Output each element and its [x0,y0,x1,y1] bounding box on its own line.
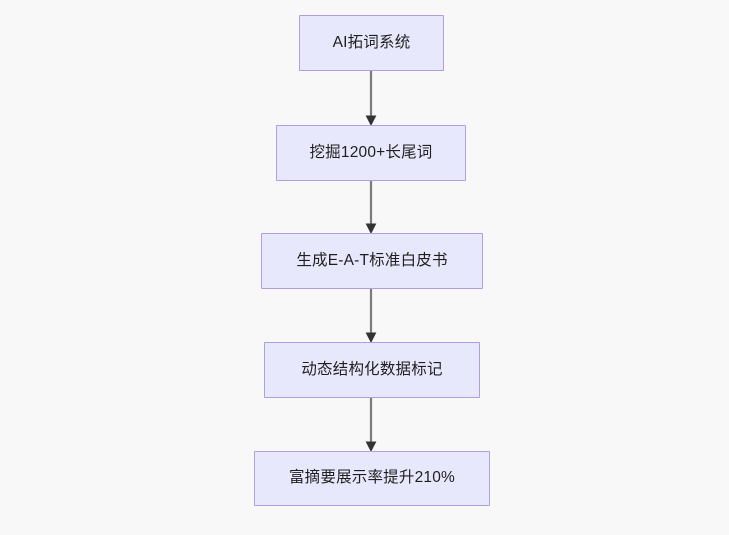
flow-node-dynamic-structured-data-markup[interactable]: 动态结构化数据标记 [264,342,480,398]
flow-edge-n2-n3 [365,180,377,234]
flow-node-label: 挖掘1200+长尾词 [309,143,433,161]
flow-node-generate-eat-whitepaper[interactable]: 生成E-A-T标准白皮书 [261,233,483,289]
flow-node-label: 富摘要展示率提升210% [288,469,456,487]
flow-edge-n4-n5 [365,397,377,452]
flow-edge-n1-n2 [365,70,377,126]
arrowhead-down-icon [365,223,377,234]
flow-node-label: 生成E-A-T标准白皮书 [296,251,448,269]
flow-node-rich-snippet-rate-increase[interactable]: 富摘要展示率提升210% [254,451,490,506]
arrowhead-down-icon [365,441,377,452]
flow-node-mine-longtail-keywords[interactable]: 挖掘1200+长尾词 [276,125,466,181]
flow-node-ai-keyword-system[interactable]: AI拓词系统 [299,15,444,71]
flow-node-label: 动态结构化数据标记 [301,360,443,378]
flow-edge-n3-n4 [365,288,377,343]
arrowhead-down-icon [365,332,377,343]
flow-node-label: AI拓词系统 [332,33,411,51]
arrowhead-down-icon [365,115,377,126]
